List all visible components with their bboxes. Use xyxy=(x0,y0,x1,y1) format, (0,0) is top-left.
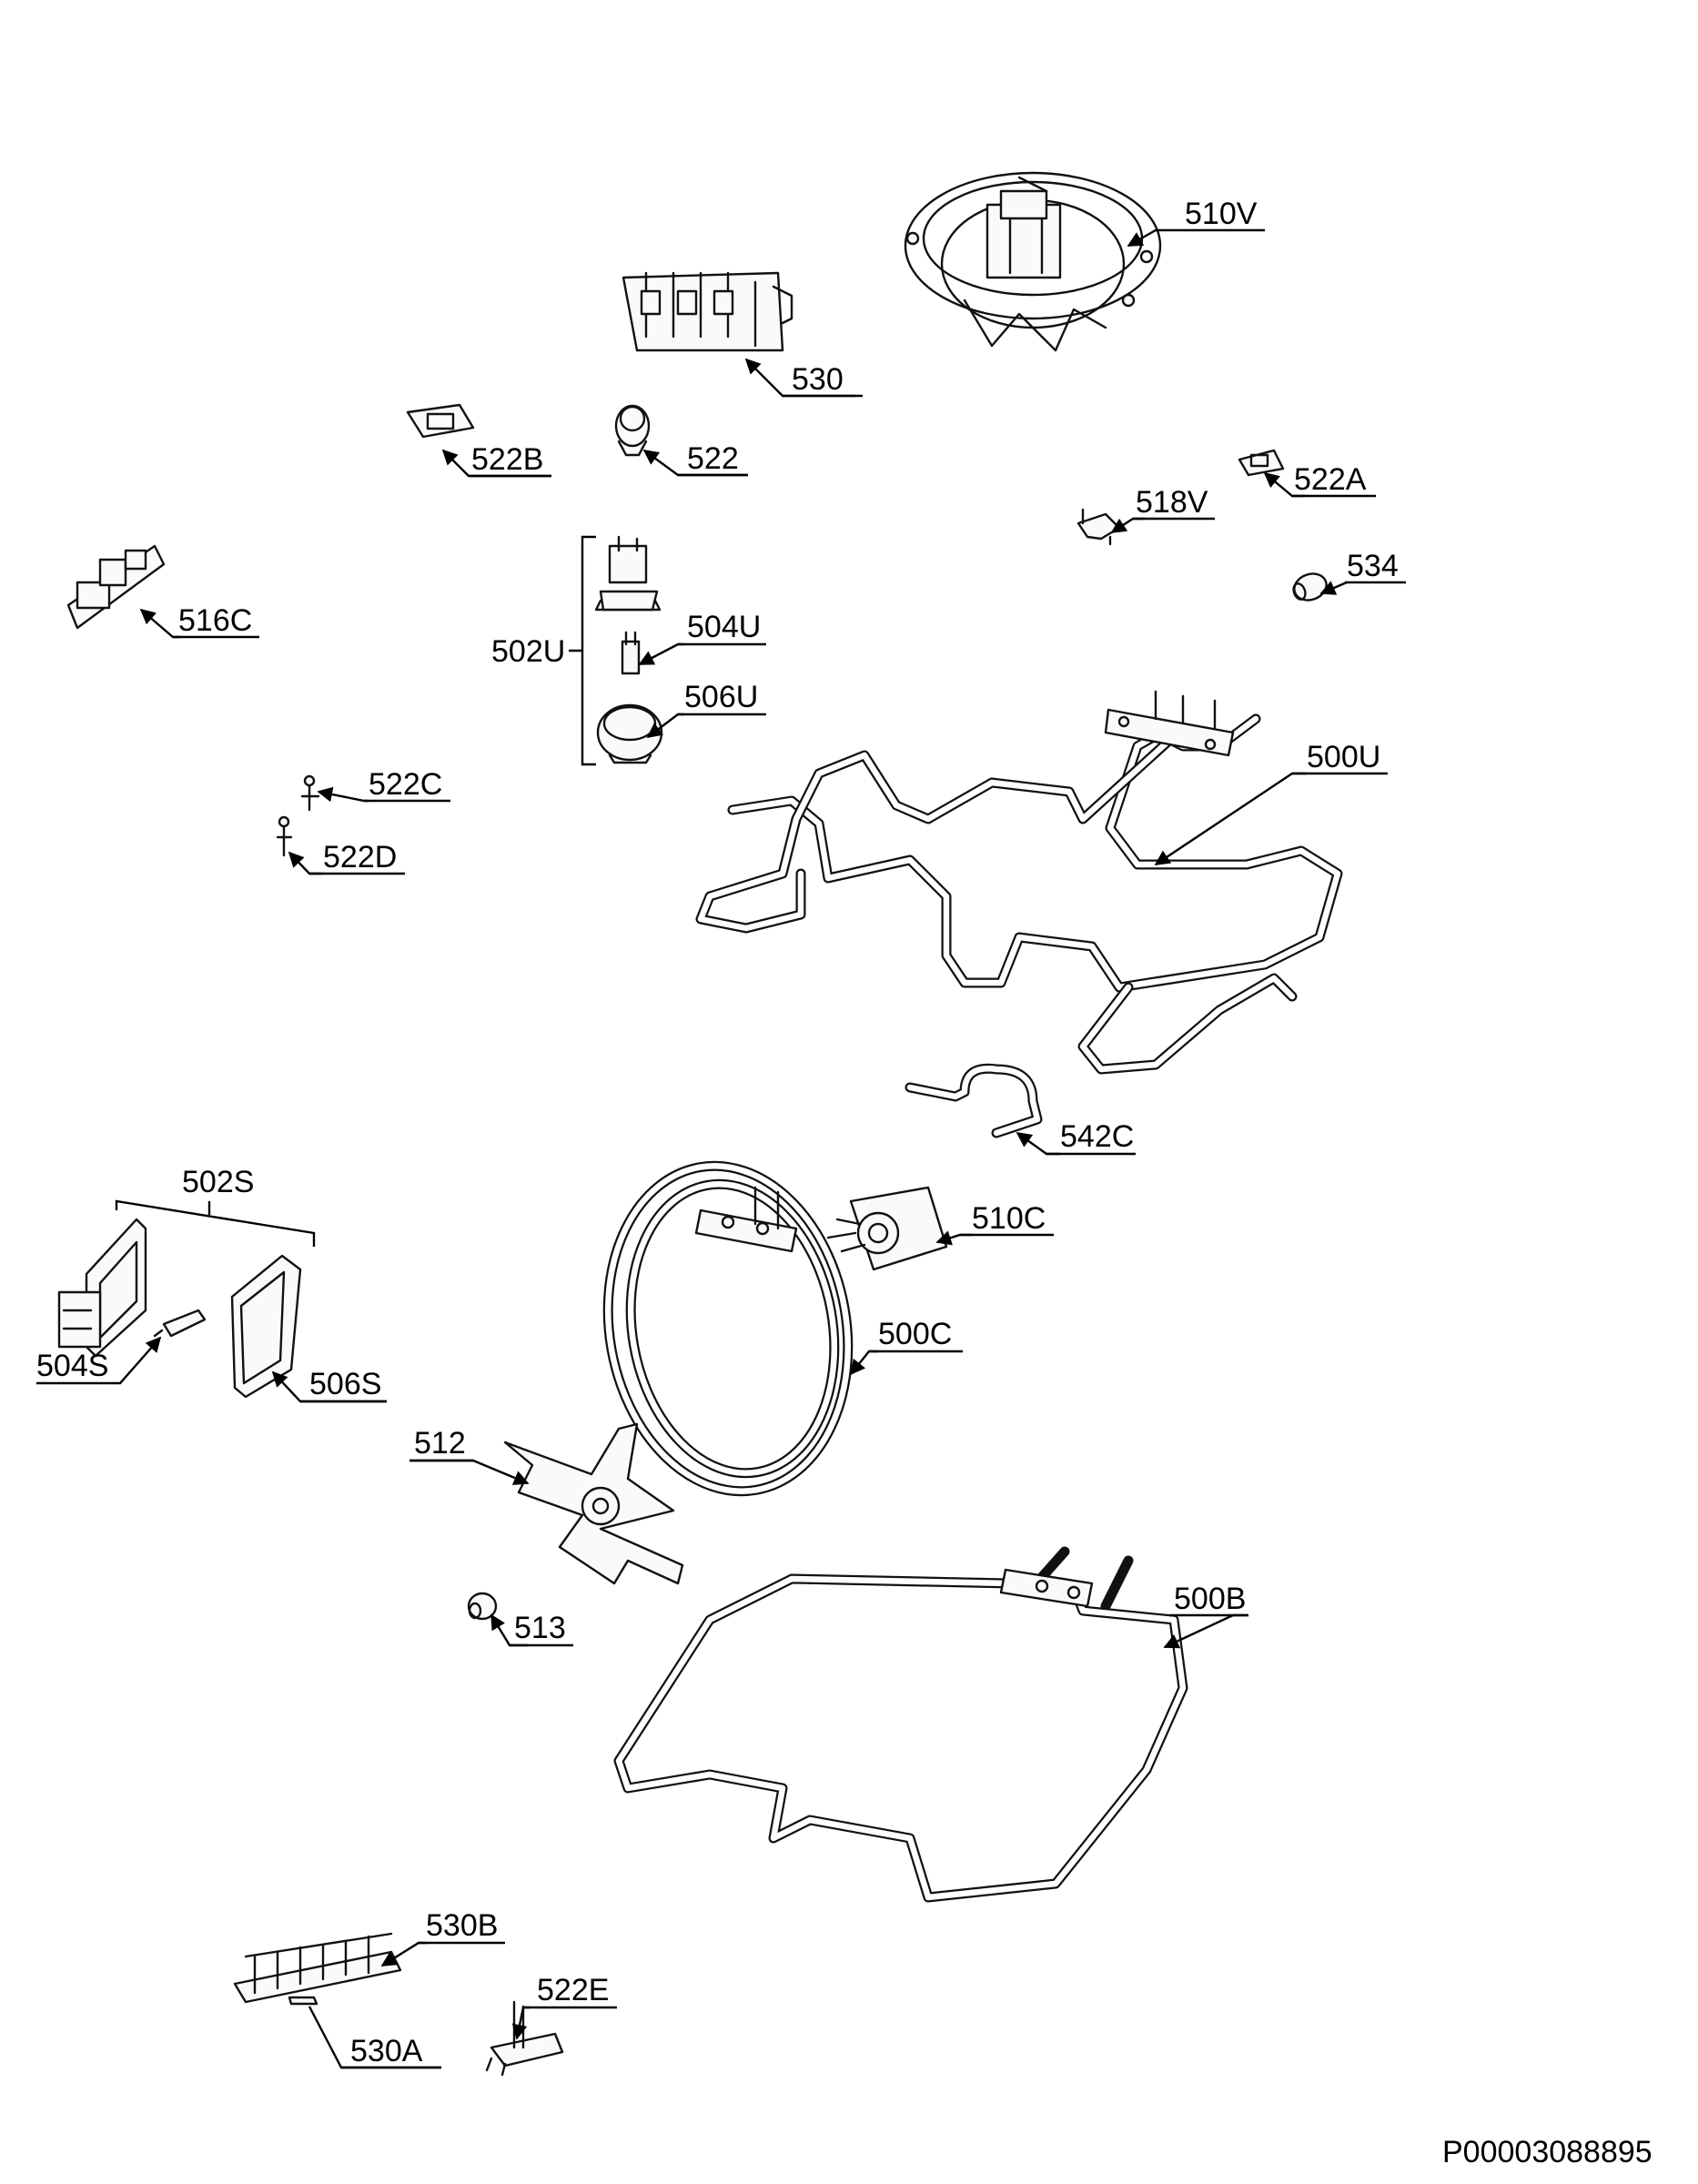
label-500u: 500U xyxy=(1307,740,1380,774)
nut-513-drawing xyxy=(467,1592,498,1621)
clip-522c-drawing xyxy=(300,774,320,812)
label-500c: 500C xyxy=(878,1317,952,1351)
bracket-522a-drawing xyxy=(1238,449,1285,477)
label-542c: 542C xyxy=(1060,1119,1134,1154)
label-534: 534 xyxy=(1347,549,1399,583)
label-530a: 530A xyxy=(350,2034,423,2068)
label-510v: 510V xyxy=(1185,197,1258,231)
lamp-holder-522-drawing xyxy=(614,404,651,457)
label-530: 530 xyxy=(792,362,844,397)
bracket-518v-drawing xyxy=(1076,508,1121,546)
bracket-522b-drawing xyxy=(406,403,475,439)
label-500b: 500B xyxy=(1174,1582,1246,1616)
label-504u: 504U xyxy=(687,610,761,644)
label-518v: 518V xyxy=(1136,485,1208,520)
heating-element-500b-drawing xyxy=(613,1546,1188,1903)
label-506s: 506S xyxy=(309,1367,381,1401)
label-506u: 506U xyxy=(684,680,758,714)
sensor-522e-drawing xyxy=(485,2000,564,2077)
label-504s: 504S xyxy=(36,1349,108,1383)
bulb-504u-drawing xyxy=(621,631,641,675)
label-522: 522 xyxy=(687,441,739,476)
label-522c: 522C xyxy=(369,767,442,802)
document-code: P00003088895 xyxy=(1442,2135,1653,2169)
motor-510c-drawing xyxy=(826,1186,948,1271)
label-522a: 522A xyxy=(1294,462,1367,497)
terminal-block-530-drawing xyxy=(622,271,793,352)
label-510c: 510C xyxy=(972,1201,1046,1236)
label-522d: 522D xyxy=(323,840,397,875)
clip-522d-drawing xyxy=(276,815,293,857)
heating-element-500c-drawing xyxy=(602,1160,854,1497)
part-530a-drawing xyxy=(288,1996,318,2006)
label-513: 513 xyxy=(514,1611,566,1645)
label-522e: 522E xyxy=(537,1973,609,2007)
label-530b: 530B xyxy=(426,1908,498,1943)
lamp-cover-502u-drawing xyxy=(594,535,662,612)
label-522b: 522B xyxy=(471,442,543,477)
part-labels: 510V 530 522B 522 522A 518V 534 516C 502… xyxy=(36,197,1406,2069)
fan-blade-512-drawing xyxy=(503,1422,684,1585)
lamp-housing-502s-drawing xyxy=(57,1218,147,1358)
heating-element-500u-drawing xyxy=(695,690,1343,1075)
label-502u: 502U xyxy=(491,634,565,669)
fan-motor-510v-drawing xyxy=(904,171,1162,352)
terminal-strip-530b-drawing xyxy=(233,1932,402,2004)
knob-534-drawing xyxy=(1292,572,1328,602)
lens-506s-drawing xyxy=(230,1254,302,1399)
bulb-504s-drawing xyxy=(153,1309,207,1338)
label-516c: 516C xyxy=(178,603,252,638)
bracket-502s xyxy=(115,1199,316,1247)
bracket-502u xyxy=(569,535,596,766)
pcb-516c-drawing xyxy=(66,544,166,630)
label-502s: 502S xyxy=(182,1165,254,1199)
label-512: 512 xyxy=(414,1426,466,1461)
clip-542c-drawing xyxy=(905,1063,1043,1138)
